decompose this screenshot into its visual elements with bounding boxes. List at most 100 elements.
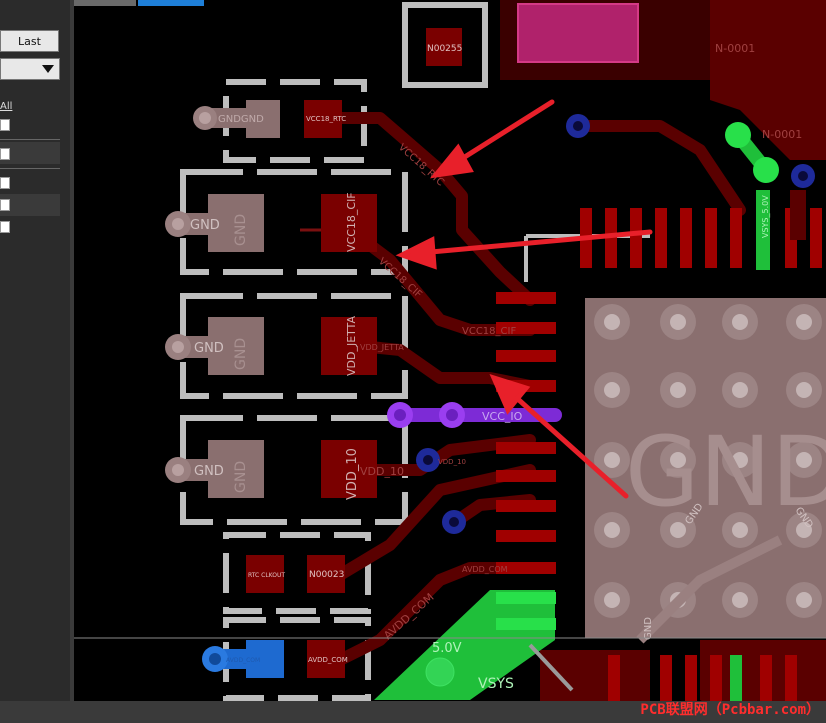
bga-ball-drill [732, 382, 748, 398]
gndgnd-label: GNDGND [218, 114, 264, 125]
gnd-label: GND [194, 464, 224, 479]
smd-pad[interactable] [496, 442, 556, 454]
smd-pad[interactable] [496, 350, 556, 362]
row-highlight [0, 142, 60, 164]
smd-pad[interactable] [496, 322, 556, 334]
select-all-link[interactable]: All [0, 101, 13, 112]
silk-outline [402, 2, 488, 88]
smd-pad[interactable] [810, 208, 822, 268]
smd-pad[interactable] [760, 655, 772, 715]
via-vsys[interactable] [753, 157, 779, 183]
pad-vsys[interactable] [730, 655, 742, 715]
arrow-head [489, 373, 531, 415]
smd-pad[interactable] [710, 655, 722, 715]
filter-dropdown[interactable] [0, 58, 60, 80]
layer-checkbox-2[interactable] [0, 148, 10, 160]
bga-ball-drill [732, 314, 748, 330]
bga-ball-drill [604, 382, 620, 398]
last-button[interactable]: Last [0, 30, 59, 52]
vsys-5v-label: 5.0V [432, 641, 462, 656]
layer-checkbox-4[interactable] [0, 199, 10, 211]
pad-n00255[interactable] [426, 28, 462, 66]
bga-ball-drill [732, 522, 748, 538]
pad-avdd-com[interactable] [307, 640, 345, 678]
via-drill [209, 653, 221, 665]
smd-pad[interactable] [705, 208, 717, 268]
n0001-label: N-0001 [762, 128, 802, 141]
copper-pour [540, 650, 650, 710]
copper-pour [710, 0, 826, 160]
pad-vcc18-cif[interactable] [321, 194, 377, 252]
smd-pad[interactable] [608, 655, 620, 715]
smd-pad[interactable] [655, 208, 667, 268]
annotation-arrow-1 [449, 99, 555, 168]
bga-ball-drill [604, 314, 620, 330]
arrow-head [429, 143, 474, 179]
via-drill [394, 409, 406, 421]
layer-checkbox-3[interactable] [0, 177, 10, 189]
vcc18-rtc-label: VCC18_RTC [306, 115, 346, 123]
smd-pad[interactable] [680, 208, 692, 268]
bga-ball-drill [796, 382, 812, 398]
pad-rtc-clkout[interactable] [246, 555, 284, 593]
smd-pad[interactable] [496, 530, 556, 542]
smd-pad[interactable] [496, 592, 556, 604]
pcb-canvas[interactable]: GND GND GND GND 5.0V VSYS VSYS_5.0V N002… [74, 0, 826, 723]
bga-ball-drill [670, 452, 686, 468]
watermark: PCB联盟网（Pcbbar.com） [640, 702, 820, 718]
layer-checkbox-1[interactable] [0, 119, 10, 131]
smd-pad[interactable] [660, 655, 672, 715]
pad-vdd-10[interactable] [321, 440, 377, 498]
trace-vcc18-rtc[interactable] [334, 112, 536, 306]
via-drill [423, 455, 433, 465]
pad-vcc18-rtc[interactable] [304, 100, 342, 138]
gnd-label: GND [194, 341, 224, 356]
via-drill [172, 341, 184, 353]
rtc-clkout-label: RTC CLKOUT [248, 572, 285, 579]
bga-ball-drill [796, 452, 812, 468]
trace-net-b[interactable] [334, 464, 536, 581]
pad-gnd[interactable] [246, 100, 280, 138]
trace-n0001[interactable] [572, 120, 746, 216]
pad-gnd[interactable] [208, 317, 264, 375]
smd-pad[interactable] [785, 655, 797, 715]
via-vsys[interactable] [425, 657, 455, 687]
smd-pad[interactable] [630, 208, 642, 268]
pad-vsys[interactable] [756, 190, 770, 270]
smd-pad[interactable] [496, 618, 556, 630]
bga-ball-drill [670, 314, 686, 330]
bga-ball-drill [670, 382, 686, 398]
vsys-5v-top-label: VSYS_5.0V [761, 195, 770, 238]
tab-document-2-active[interactable] [138, 0, 204, 6]
smd-pad[interactable] [496, 500, 556, 512]
annotation-arrow-3 [507, 389, 629, 499]
bga-ball-drill [604, 592, 620, 608]
status-bar [0, 701, 826, 723]
pad-n00023[interactable] [307, 555, 345, 593]
via-drill [449, 517, 459, 527]
vsys-pour[interactable] [374, 590, 555, 700]
via-vsys[interactable] [725, 122, 751, 148]
pad-gnd[interactable] [208, 194, 264, 252]
tab-document-1[interactable] [74, 0, 136, 6]
pad-vdd-jetta[interactable] [321, 317, 377, 375]
smd-pad[interactable] [730, 208, 742, 268]
smd-pad[interactable] [685, 655, 697, 715]
pad-gnd[interactable] [208, 440, 264, 498]
n00023-label: N00023 [309, 570, 344, 580]
pad-avdd-com[interactable] [246, 640, 284, 678]
smd-pad[interactable] [496, 470, 556, 482]
gnd-vertical-label: GND [233, 338, 249, 370]
panel-splitter[interactable] [70, 0, 74, 723]
bga-ball-drill [796, 522, 812, 538]
pad-n0001[interactable] [790, 190, 806, 240]
divider [0, 139, 60, 140]
layer-checkbox-5[interactable] [0, 221, 10, 233]
bga-ball-drill [796, 314, 812, 330]
smd-pad[interactable] [496, 562, 556, 574]
smd-pad[interactable] [496, 292, 556, 304]
vcc-io-label: VCC_IO [482, 410, 523, 423]
bga-ball-drill [732, 592, 748, 608]
gnd-plane-label: GND [625, 416, 826, 528]
bga-ball-drill [670, 522, 686, 538]
